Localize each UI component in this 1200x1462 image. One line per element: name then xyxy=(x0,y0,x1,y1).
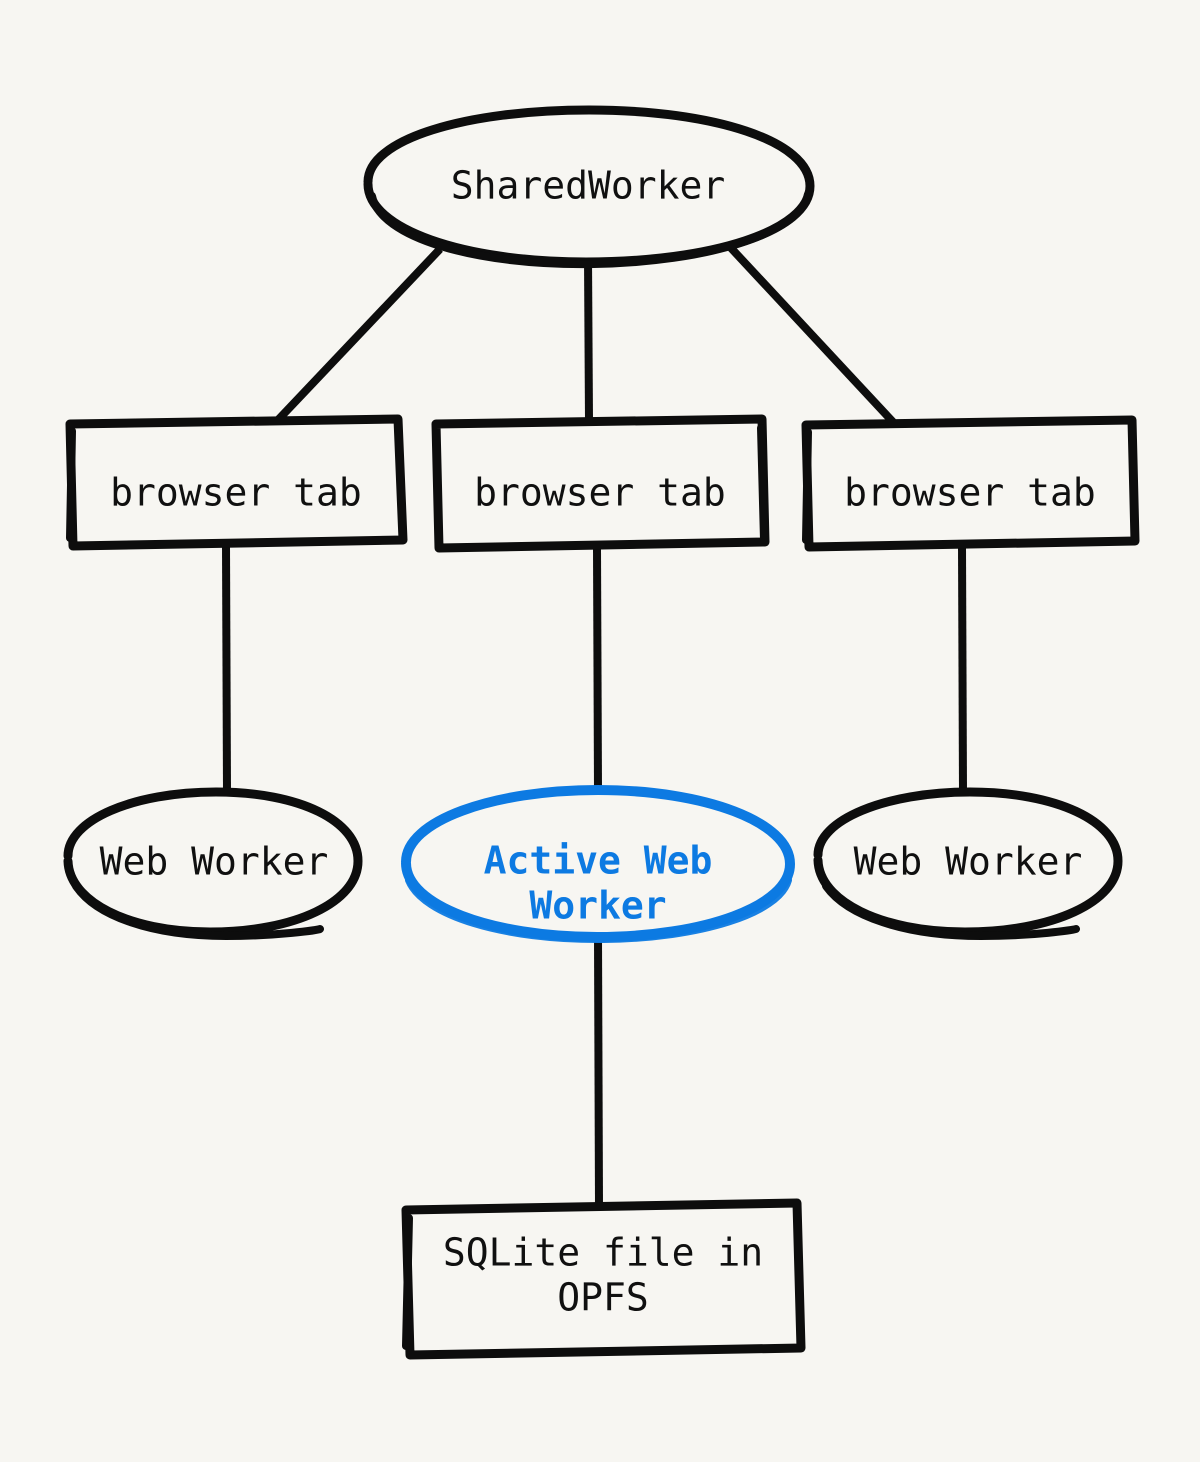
shared-worker-outline-overdraw xyxy=(368,190,812,269)
edge-group xyxy=(222,245,967,1207)
tab-left-outline-overdraw xyxy=(66,427,76,542)
sqlite-file-label-line2: OPFS xyxy=(557,1276,649,1320)
worker-left-outline-overdraw xyxy=(72,882,324,940)
edge-tab-left-to-worker-left xyxy=(222,545,231,794)
node-worker-left[interactable]: Web Worker xyxy=(63,787,363,940)
sqlite-file-outline-overdraw xyxy=(402,1214,413,1350)
node-worker-active[interactable]: Active Web Worker xyxy=(401,785,795,944)
tab-middle-label: browser tab xyxy=(474,471,726,515)
shared-worker-label: SharedWorker xyxy=(451,164,726,208)
worker-active-label-line2: Worker xyxy=(529,884,666,928)
node-tab-right[interactable]: browser tab xyxy=(801,415,1140,552)
worker-right-label: Web Worker xyxy=(854,840,1083,884)
worker-right-outline-overdraw xyxy=(822,882,1080,940)
edge-tab-middle-to-worker-active xyxy=(593,548,602,792)
tab-right-outline-overdraw xyxy=(802,428,812,544)
edge-tab-right-to-worker-right xyxy=(958,546,967,794)
worker-active-outline-overdraw xyxy=(405,875,792,944)
node-tab-left[interactable]: browser tab xyxy=(65,414,408,551)
sqlite-file-label-line1: SQLite file in xyxy=(443,1231,763,1275)
node-worker-right[interactable]: Web Worker xyxy=(813,787,1123,940)
edge-sharedworker-to-tab-right xyxy=(728,245,896,425)
worker-active-label-line1: Active Web xyxy=(484,839,713,883)
tab-right-label: browser tab xyxy=(844,471,1096,515)
edge-worker-active-to-sqlite xyxy=(594,937,603,1207)
node-sqlite-file[interactable]: SQLite file in OPFS xyxy=(401,1198,806,1360)
edge-sharedworker-to-tab-middle xyxy=(584,257,593,422)
tab-left-label: browser tab xyxy=(110,471,362,515)
worker-left-label: Web Worker xyxy=(100,840,329,884)
node-shared-worker[interactable]: SharedWorker xyxy=(363,105,815,269)
tab-middle-outline-overdraw xyxy=(757,424,768,544)
edge-sharedworker-to-tab-left xyxy=(274,246,443,424)
node-tab-middle[interactable]: browser tab xyxy=(431,414,770,553)
